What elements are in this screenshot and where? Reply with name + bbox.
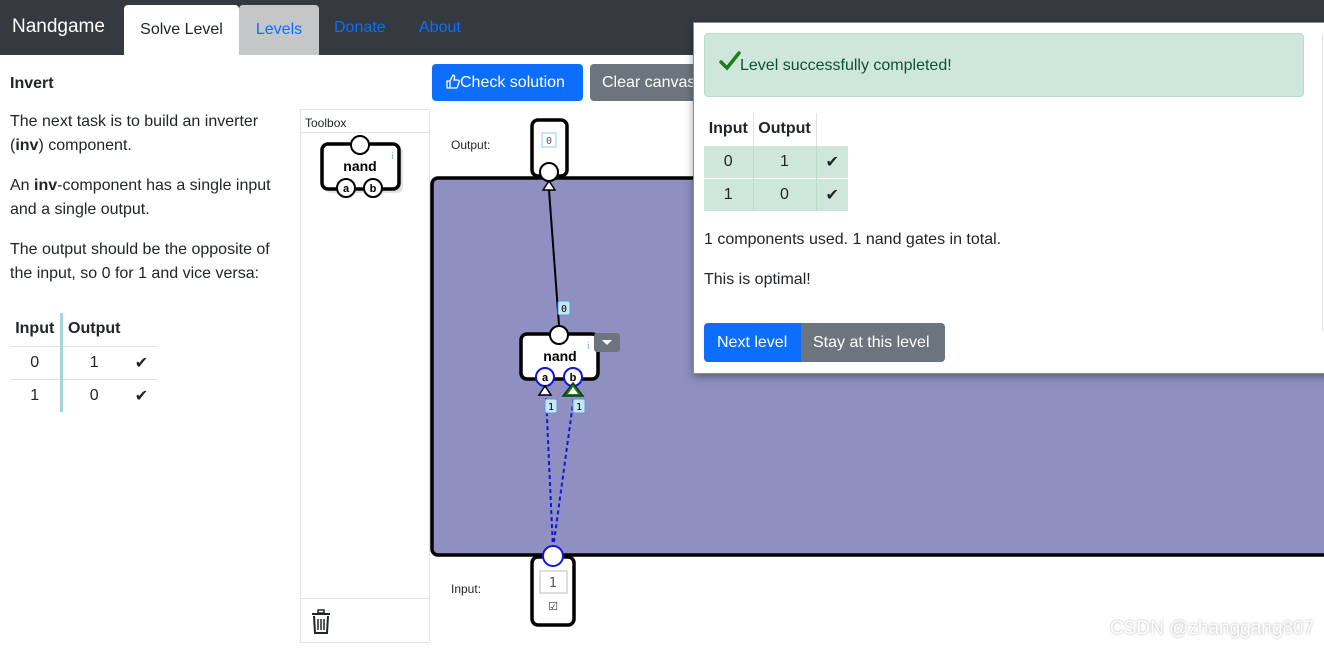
chevron-down-icon [602,340,612,345]
check-icon: ✔ [126,345,157,379]
output-label: Output: [451,138,491,152]
table-row: 0 1 ✔ [704,144,848,178]
pin-a-label: a [343,183,350,195]
optimal-message: This is optimal! [704,271,811,288]
description-paragraph-1: The next task is to build an inverter (i… [10,113,259,154]
stay-at-level-button[interactable]: Stay at this level [801,323,945,362]
nav-link-donate[interactable]: Donate [334,19,386,36]
components-summary: 1 components used. 1 nand gates in total… [704,231,1002,248]
info-icon[interactable]: i [391,151,394,162]
level-title: Invert [10,75,54,92]
check-icon: ✔ [126,378,157,412]
result-table: Input Output 0 1 ✔ 1 0 ✔ [704,113,848,211]
table-row: 1 0 ✔ [704,177,848,211]
tab-solve-level[interactable]: Solve Level [124,5,239,55]
result-header-output: Output [753,113,817,145]
level-description: Invert The next task is to build an inve… [10,72,290,302]
wire-a-value: 1 [548,402,554,413]
input-value-field[interactable] [539,570,568,594]
wire-b-value: 1 [576,402,582,413]
description-paragraph-3: The output should be the opposite of the… [10,241,270,282]
toolbox-nand-gate[interactable]: nand i a b [301,132,429,202]
pin-b-label: b [570,372,577,384]
truth-table-header-output: Output [68,320,121,338]
truth-table: Input Output 0 1 ✔ 1 0 ✔ [10,313,157,412]
input-checkbox[interactable]: ☑ [548,600,558,613]
tab-levels[interactable]: Levels [239,5,319,55]
input-label: Input: [451,582,482,596]
wire-input-b[interactable] [552,395,575,550]
trash-icon[interactable] [310,609,332,635]
toolbox-panel: Toolbox nand i a b [300,109,430,643]
next-level-button[interactable]: Next level [704,323,801,362]
watermark: CSDN @zhanggang807 [1110,618,1315,639]
check-solution-button[interactable]: Check solution [432,64,583,101]
result-header-input: Input [704,113,754,145]
wire-output[interactable] [548,189,560,326]
check-icon [719,51,741,71]
toolbox-title: Toolbox [305,116,347,130]
wire-output-value: 0 [561,304,567,315]
level-complete-modal: Level successfully completed! Input Outp… [693,22,1324,374]
success-alert: Level successfully completed! [704,33,1304,97]
output-value: 0 [546,136,552,147]
pin-a-label: a [542,372,549,384]
clear-canvas-button[interactable]: Clear canvas [590,64,700,101]
description-paragraph-2: An inv-component has a single input and … [10,177,271,218]
nav-link-about[interactable]: About [419,19,461,36]
wire-input-a[interactable] [545,395,554,550]
pin-b-label: b [370,183,377,195]
table-row: 1 0 ✔ [10,378,157,412]
info-icon[interactable]: i [587,341,590,352]
check-icon: ✔ [816,144,848,178]
table-row: 0 1 ✔ [10,345,157,379]
truth-table-header-input: Input [10,313,63,346]
nand-gate-label: nand [543,348,576,364]
input-value: 1 [549,576,557,591]
success-message: Level successfully completed! [740,57,952,74]
check-icon: ✔ [816,177,848,211]
thumbs-up-icon [446,73,460,89]
brand-logo[interactable]: Nandgame [12,16,105,37]
toolbox-gate-label: nand [343,158,376,174]
